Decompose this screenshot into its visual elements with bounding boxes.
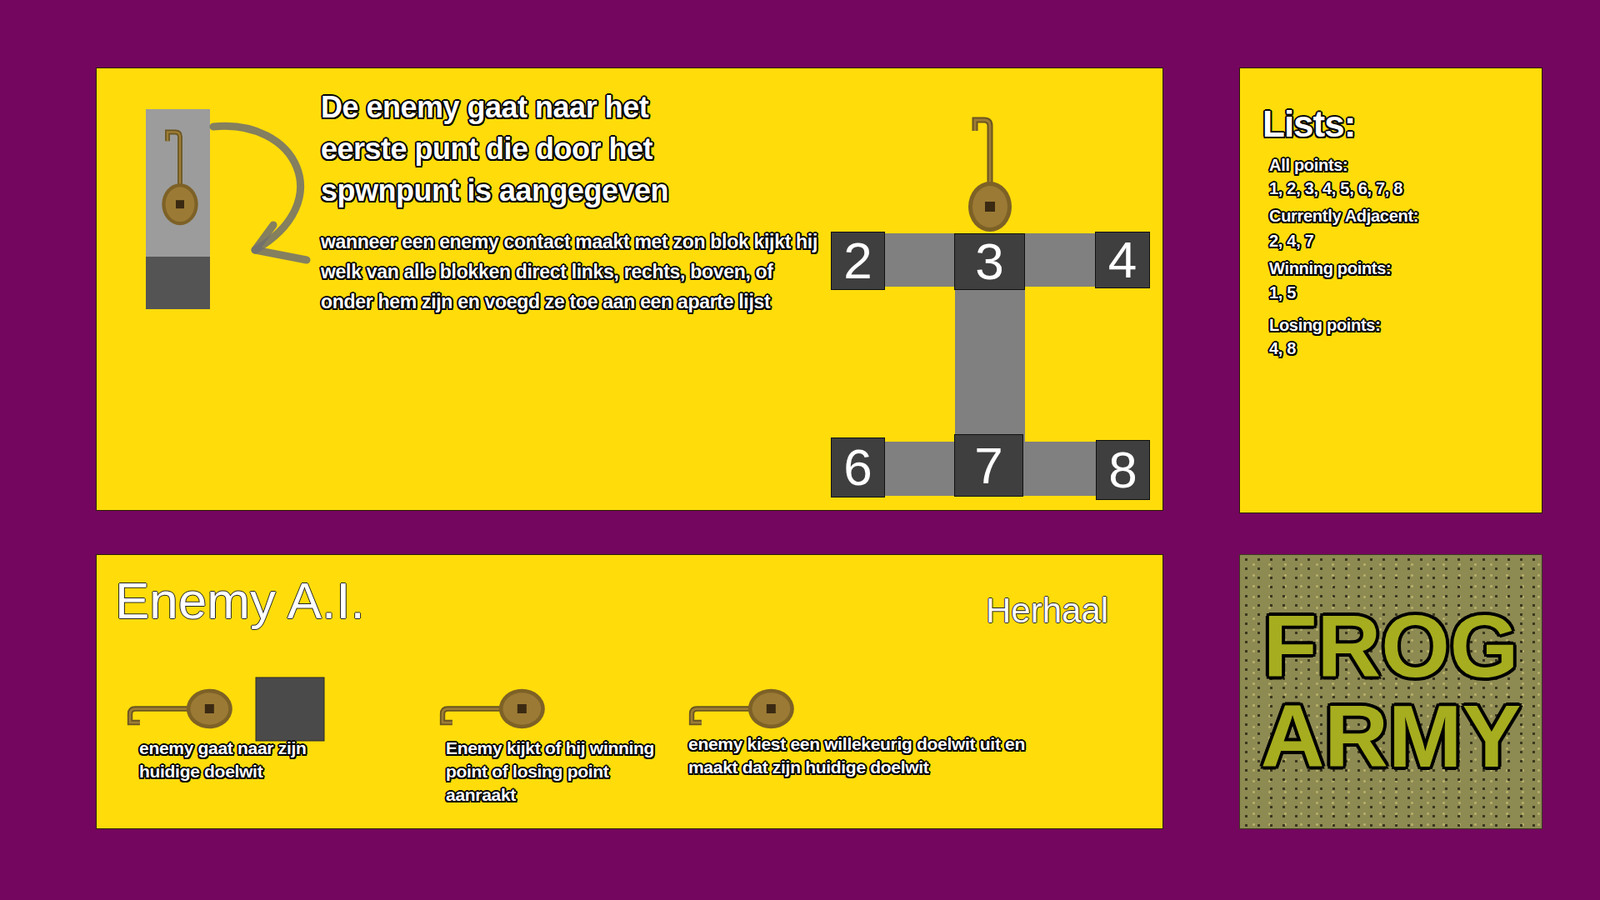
text-slot: Losing points: [1269, 314, 1536, 336]
block-number: 8 [1108, 444, 1137, 496]
text-slot: 8 [1096, 440, 1150, 500]
enemy-sprite [130, 689, 233, 730]
list-item: 4, 8 [1269, 337, 1536, 360]
step-caption: enemy gaat naar zijn huidige doelwit [139, 736, 340, 784]
map-block: 3 [954, 233, 1025, 290]
text-slot: 7 [955, 435, 1023, 496]
text-slot: Enemy kijkt of hij winning point of losi… [445, 736, 667, 807]
text-slot: Currently Adjacent: [1269, 205, 1536, 227]
block-number: 7 [974, 440, 1003, 492]
text-slot: 1, 5 [1269, 281, 1536, 304]
map-block: 8 [1095, 440, 1150, 500]
target-block [255, 677, 325, 741]
map-block: 6 [830, 437, 885, 498]
text-slot: enemy gaat naar zijn huidige doelwit [139, 736, 340, 784]
repeat-label: Herhaal [985, 590, 1153, 631]
enemy-sprite [161, 132, 198, 226]
list-item: Winning points: [1269, 257, 1536, 280]
heading-text: De enemy gaat naar het eerste punt die d… [320, 86, 738, 212]
path-bar [885, 233, 1095, 287]
block-number: 3 [975, 235, 1004, 288]
block-number: 4 [1108, 234, 1137, 286]
text-slot: Lists: [1262, 100, 1530, 148]
text-slot: All points: [1269, 154, 1536, 176]
text-slot: Enemy A.I. [115, 571, 532, 630]
text-slot: FROG ARMY [1240, 555, 1542, 829]
list-item: 2, 4, 7 [1269, 230, 1536, 252]
list-item: All points: [1269, 154, 1536, 176]
ai-panel: Enemy A.I. Herhaal enemy gaat naar zijn hu… [95, 554, 1164, 830]
path-bar [955, 286, 1025, 442]
text-slot: Winning points: [1269, 257, 1536, 280]
text-slot: De enemy gaat naar het eerste punt die d… [320, 86, 738, 212]
spawn-tile [145, 109, 210, 257]
block-number: 2 [843, 235, 872, 287]
map-block: 4 [1095, 231, 1150, 289]
lists-heading: Lists: [1262, 100, 1530, 148]
logo-text: FROG ARMY [1240, 601, 1542, 783]
text-slot: 4, 8 [1269, 337, 1536, 360]
spawn-block [145, 256, 210, 310]
list-item: 1, 2, 3, 4, 5, 6, 7, 8 [1269, 177, 1536, 200]
list-item: Currently Adjacent: [1269, 205, 1536, 227]
lists-panel: Lists: All points:1, 2, 3, 4, 5, 6, 7, 8 C… [1239, 67, 1543, 514]
body-text: wanneer een enemy contact maakt met zon … [320, 226, 821, 317]
text-slot: 2 [831, 232, 885, 290]
map-block: 7 [954, 434, 1024, 497]
text-slot: 4 [1095, 232, 1150, 288]
curved-arrow-head [255, 225, 307, 260]
block-number: 6 [843, 441, 872, 494]
list-item: Losing points: [1269, 314, 1536, 336]
text-slot: enemy kiest een willekeurig doelwit uit … [688, 732, 1039, 780]
text-slot: 6 [831, 438, 885, 497]
text-slot: wanneer een enemy contact maakt met zon … [320, 226, 821, 317]
enemy-sprite [968, 120, 1012, 232]
text-slot: 3 [955, 234, 1025, 290]
text-slot: Herhaal [985, 590, 1153, 631]
list-item: 1, 5 [1269, 281, 1536, 304]
enemy-sprite [442, 689, 545, 730]
panel-title: Enemy A.I. [115, 571, 532, 630]
text-slot: 2, 4, 7 [1269, 230, 1536, 252]
info-panel: De enemy gaat naar het eerste punt die d… [95, 67, 1164, 511]
map-block: 2 [830, 231, 885, 290]
text-slot: 1, 2, 3, 4, 5, 6, 7, 8 [1269, 177, 1536, 200]
curved-arrow [213, 125, 301, 250]
logo-panel: FROG ARMY [1239, 554, 1543, 830]
step-caption: enemy kiest een willekeurig doelwit uit … [688, 732, 1039, 780]
enemy-sprite [691, 689, 795, 730]
step-caption: Enemy kijkt of hij winning point of losi… [445, 736, 667, 807]
